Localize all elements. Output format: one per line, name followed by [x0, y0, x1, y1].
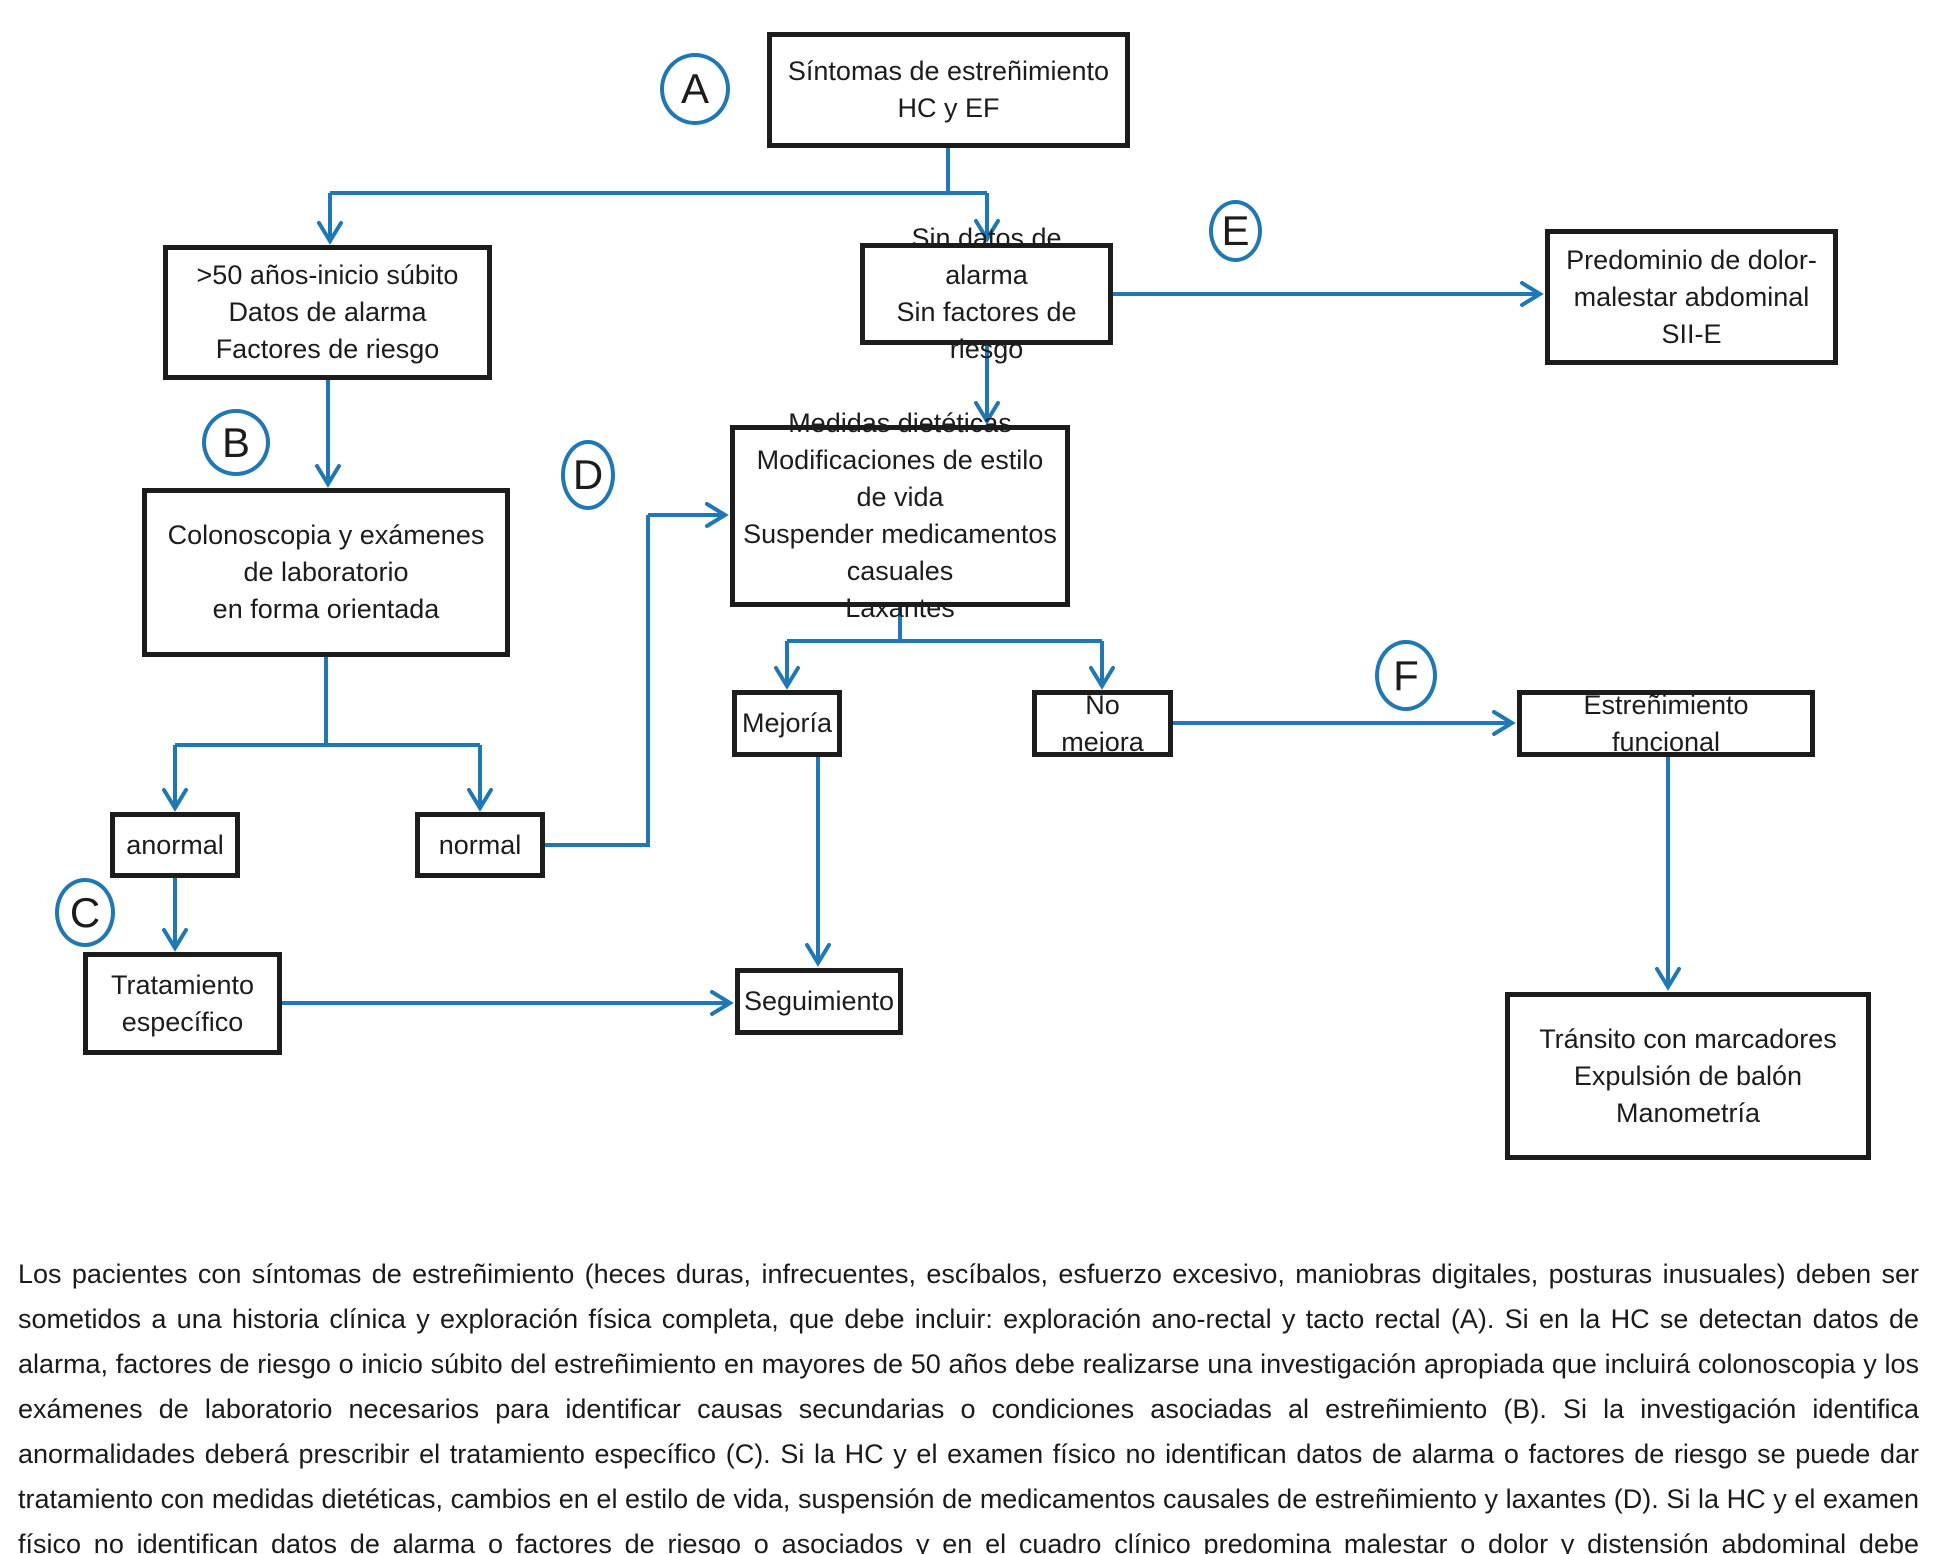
node-colonoscopia: Colonoscopia y exámenes de laboratorio e…	[142, 488, 510, 657]
node-sii: Predominio de dolor- malestar abdominal …	[1545, 229, 1838, 365]
connector-normal-up	[545, 515, 650, 847]
node-sintomas: Síntomas de estreñimiento HC y EF	[767, 32, 1130, 148]
node-sin-datos: Sin datos de alarma Sin factores de ries…	[860, 223, 1113, 364]
node-no-mejora: No mejora	[1032, 690, 1173, 757]
node-alarma: >50 años-inicio súbito Datos de alarma F…	[163, 245, 492, 380]
node-anormal: anormal	[110, 812, 240, 878]
connector-colonoscopia-split	[175, 657, 480, 747]
figure-caption: Los pacientes con síntomas de estreñimie…	[18, 1259, 1919, 1554]
node-mejoria: Mejoría	[732, 690, 842, 757]
node-tratamiento: Tratamiento específico	[83, 952, 282, 1055]
step-marker-d: D	[561, 440, 615, 510]
connector-sintomas-branch	[330, 148, 987, 195]
step-marker-c: C	[55, 878, 115, 947]
node-normal: normal	[415, 812, 545, 878]
node-transito: Tránsito con marcadores Expulsión de bal…	[1505, 992, 1871, 1160]
step-marker-b: B	[202, 409, 270, 476]
node-estrenimiento-funcional: Estreñimiento funcional	[1517, 690, 1815, 757]
step-marker-f: F	[1375, 640, 1437, 711]
node-seguimiento: Seguimiento	[735, 968, 903, 1035]
step-marker-a: A	[660, 53, 730, 125]
node-medidas: Medidas dietéticas Modificaciones de est…	[730, 408, 1070, 623]
step-marker-e: E	[1209, 200, 1262, 262]
connector-medidas-split	[787, 607, 1102, 643]
